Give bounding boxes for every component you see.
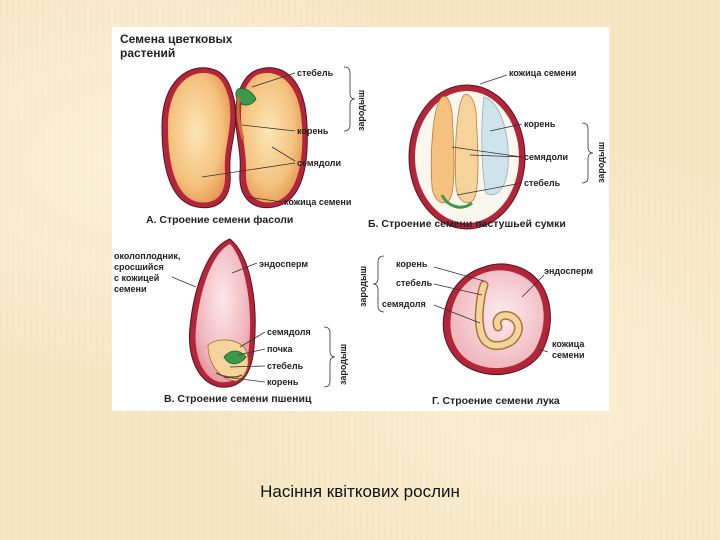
bean-root-label: корень — [297, 126, 329, 136]
wheat-endosperm-label: эндосперм — [259, 259, 308, 269]
shepherds-root-label: корень — [524, 119, 556, 129]
onion-coat-label-1: кожица — [552, 339, 585, 349]
figure-title-line1: Семена цветковых — [120, 32, 233, 46]
wheat-pericarp-label-4: семени — [114, 284, 147, 294]
wheat-pericarp-label-3: с кожицей — [114, 273, 159, 283]
onion-embryo-label: зародыш — [358, 266, 368, 307]
wheat-grain-illustration — [189, 238, 256, 388]
onion-coat-label-2: семени — [552, 350, 585, 360]
onion-endosperm-label: эндосперм — [544, 266, 593, 276]
bean-cotyledons-label: семядоли — [297, 158, 341, 168]
onion-caption: Г. Строение семени лука — [432, 395, 560, 407]
shepherds-caption: Б. Строение семени пастушьей сумки — [368, 218, 566, 230]
wheat-root-label: корень — [267, 377, 299, 387]
shepherds-cotyledons-label: семядоли — [524, 152, 568, 162]
slide-caption: Насіння квіткових рослин — [260, 482, 460, 501]
shepherds-coat-label: кожица семени — [509, 68, 576, 78]
bean-caption: А. Строение семени фасоли — [146, 214, 293, 226]
wheat-stem-label: стебель — [267, 361, 304, 371]
shepherds-stem-label: стебель — [524, 178, 561, 188]
shepherds-embryo-label: зародыш — [596, 142, 606, 183]
onion-seed-illustration — [442, 263, 551, 375]
wheat-pericarp-label-1: околоплодник, — [114, 251, 180, 261]
wheat-bud-label: почка — [267, 344, 293, 354]
figure-title-line2: растений — [120, 46, 175, 60]
bean-coat-label: кожица семени — [284, 197, 351, 207]
wheat-cotyledon-label: семядоля — [267, 327, 311, 337]
shepherds-purse-seed-illustration — [408, 84, 526, 230]
onion-stem-label: стебель — [396, 278, 433, 288]
wheat-caption: В. Строение семени пшениц — [164, 393, 312, 405]
onion-cotyledon-label: семядоля — [382, 299, 426, 309]
seed-structure-figure: Семена цветковых растений стебель корень… — [112, 27, 609, 411]
wheat-embryo-label: зародыш — [338, 344, 348, 385]
onion-root-label: корень — [396, 259, 428, 269]
bean-seed-illustration — [161, 67, 308, 209]
wheat-pericarp-label-2: сросшийся — [114, 262, 164, 272]
bean-embryo-label: зародыш — [356, 90, 366, 131]
bean-stem-label: стебель — [297, 68, 334, 78]
